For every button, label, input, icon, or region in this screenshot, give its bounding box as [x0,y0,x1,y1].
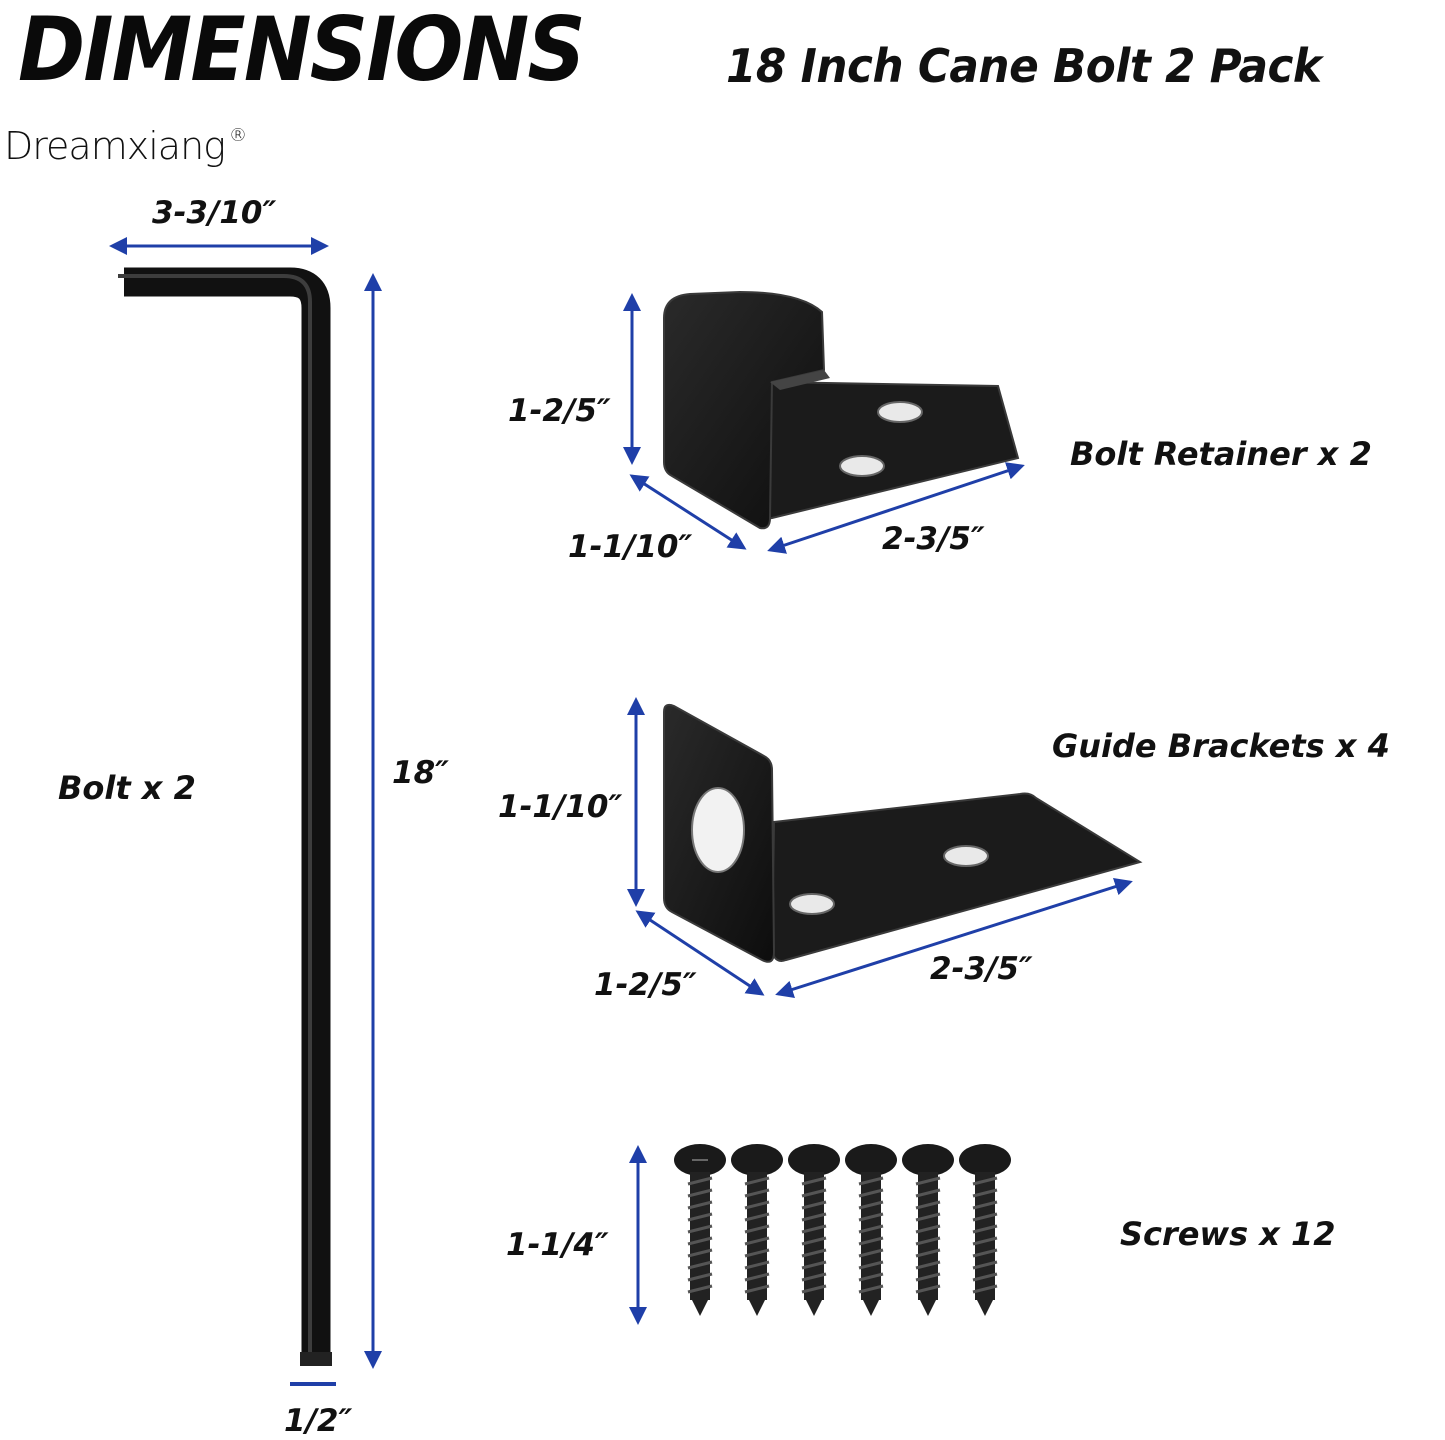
page-title: DIMENSIONS [18,0,586,101]
retainer-height-label: 1-2/5″ [508,393,611,429]
retainer-length-label: 2-3/5″ [882,521,985,557]
cane-bolt-icon [118,267,332,1366]
screw-icon [902,1144,954,1316]
bolt-width-label: 3-3/10″ [152,195,277,231]
screw-icon [674,1144,726,1316]
bolt-height-label: 18″ [392,755,449,791]
screw-icon [731,1144,783,1316]
screw-length-label: 1-1/4″ [506,1227,609,1263]
brand-name: Dreamxiang [4,124,226,168]
product-subtitle: 18 Inch Cane Bolt 2 Pack [726,39,1322,93]
brand-logo: Dreamxiang® [4,114,247,168]
retainer-part-label: Bolt Retainer x 2 [1070,435,1372,473]
screw-icon [959,1144,1011,1316]
guide-length-label: 2-3/5″ [930,951,1033,987]
guide-height-label: 1-1/10″ [498,789,623,825]
bolt-diameter-label: 1/2″ [284,1403,353,1439]
retainer-length-arrow [767,462,1025,554]
screws-part-label: Screws x 12 [1120,1215,1336,1253]
retainer-depth-arrow [629,474,747,550]
retainer-depth-label: 1-1/10″ [568,529,693,565]
guide-part-label: Guide Brackets x 4 [1052,727,1390,765]
guide-length-arrow [775,877,1133,999]
bolt-retainer-icon [663,290,1020,530]
bolt-part-label: Bolt x 2 [58,769,196,807]
guide-depth-arrow [635,910,765,996]
screws-icon [674,1144,1011,1316]
screw-icon [845,1144,897,1316]
registered-mark: ® [228,125,247,146]
guide-depth-label: 1-2/5″ [594,967,697,1003]
screw-icon [788,1144,840,1316]
